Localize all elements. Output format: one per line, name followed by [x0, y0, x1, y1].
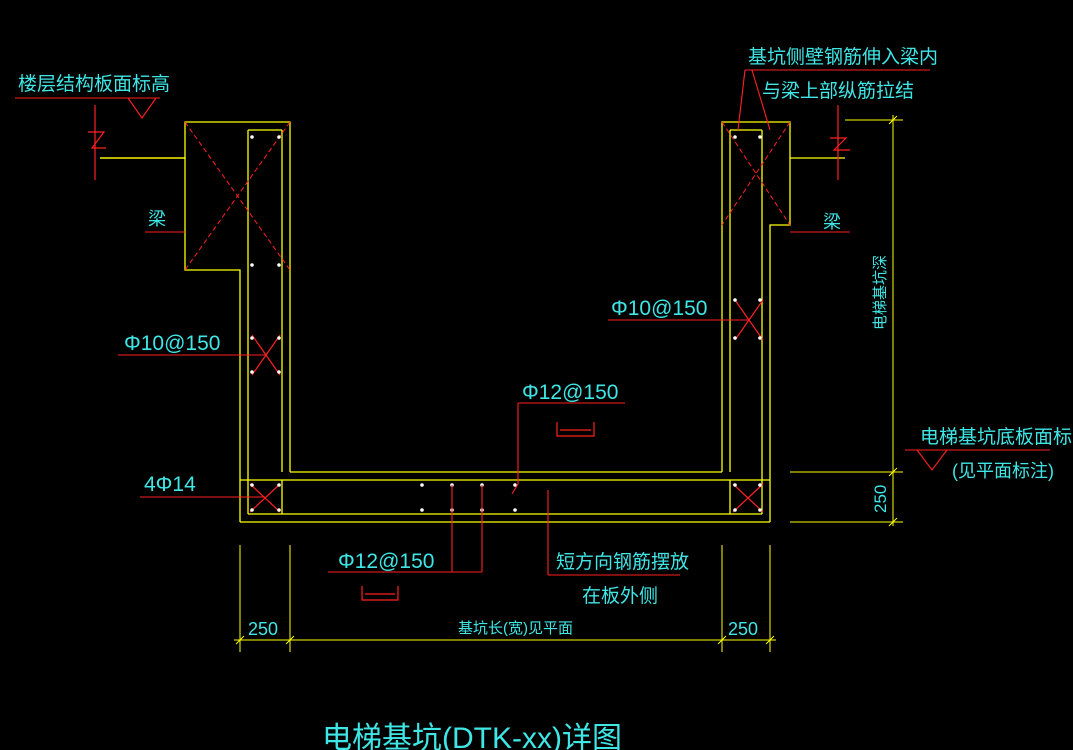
- text-labels: 楼层结构板面标高 梁 Φ10@150 4Φ14 Φ10@150 梁 基坑侧壁钢筋…: [18, 46, 1073, 750]
- drawing-title: 电梯基坑(DTK-xx)详图: [322, 722, 622, 750]
- bottom-slab: [240, 471, 770, 523]
- left-wall-rebar-label: Φ10@150: [124, 332, 220, 355]
- dim-bottom-thickness-text: 250: [871, 485, 890, 513]
- right-structure: [721, 121, 845, 522]
- pit-depth-text: 电梯基坑深: [872, 255, 889, 330]
- floor-level-label: 楼层结构板面标高: [18, 73, 170, 95]
- left-beam-label: 梁: [148, 209, 166, 229]
- top-slab-rebar-label: Φ12@150: [522, 381, 618, 404]
- side-rebar-note-2: 与梁上部纵筋拉结: [762, 80, 914, 102]
- bottom-slab-rebar-label: Φ12@150: [338, 550, 434, 573]
- dimension-lines: [234, 115, 903, 652]
- side-rebar-note-1: 基坑侧壁钢筋伸入梁内: [748, 46, 938, 68]
- right-beam-label: 梁: [823, 212, 841, 232]
- dim-left-text: 250: [248, 619, 278, 639]
- rebar-dots: [250, 135, 762, 512]
- short-rebar-note-2: 在板外侧: [582, 585, 658, 607]
- break-lines: [88, 105, 850, 180]
- short-rebar-note-1: 短方向钢筋摆放: [556, 551, 689, 573]
- pit-width-text: 基坑长(宽)见平面: [458, 620, 573, 637]
- dim-right-text: 250: [728, 619, 758, 639]
- wall-rebar-crosses: [249, 299, 764, 513]
- corner-rebar-label: 4Φ14: [144, 473, 196, 496]
- right-wall-rebar-label: Φ10@150: [611, 297, 707, 320]
- left-structure: [100, 121, 291, 522]
- beam-cross-marks: [184, 121, 791, 271]
- rebar-hook-symbols: [361, 422, 595, 601]
- pit-bottom-note: (见平面标注): [952, 461, 1054, 481]
- pit-bottom-level-label: 电梯基坑底板面标高: [920, 426, 1073, 448]
- leader-lines: [15, 69, 1050, 576]
